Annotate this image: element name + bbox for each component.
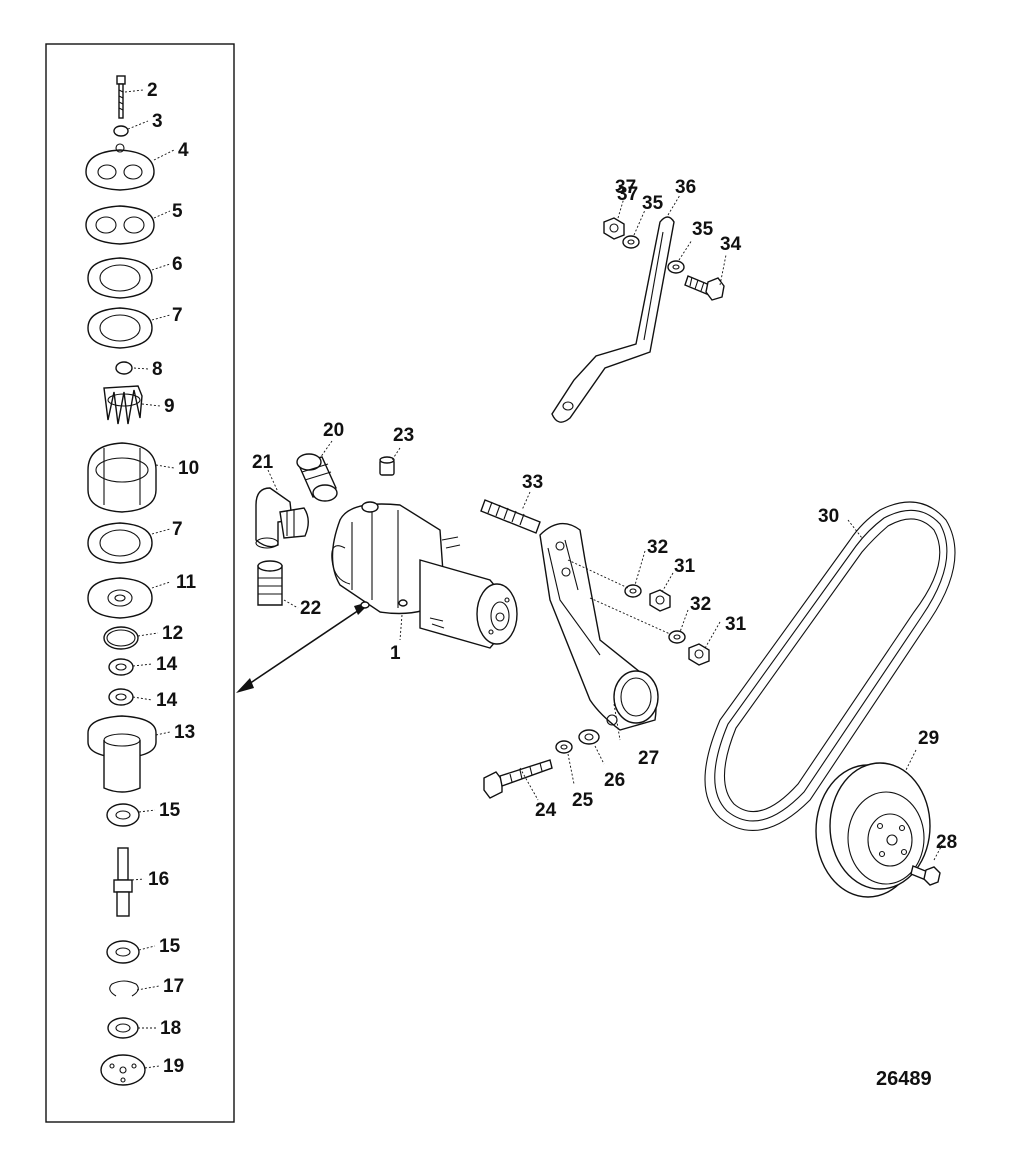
part-11-wear-plate (87, 577, 153, 619)
callout-23: 23 (393, 425, 414, 446)
callout-29: 29 (918, 728, 939, 749)
part-30-drive-belt (704, 501, 956, 831)
part-6-plate (87, 257, 153, 299)
part-19-hub (100, 1054, 146, 1086)
part-37-nut (603, 217, 625, 240)
callout-30: 30 (818, 506, 839, 527)
part-28-screw (910, 865, 941, 886)
callout-26: 26 (604, 770, 625, 791)
callout-31a: 31 (674, 556, 696, 577)
callout-6: 6 (172, 254, 183, 275)
part-25-washer (555, 740, 573, 754)
part-5-gasket (85, 205, 155, 245)
callout-34: 34 (720, 234, 742, 255)
part-21-elbow (255, 487, 309, 549)
part-26-washer (578, 729, 600, 745)
part-16-shaft (113, 847, 133, 917)
part-7-gasket-upper (87, 307, 153, 349)
callout-8: 8 (152, 359, 163, 380)
callout-2: 2 (147, 80, 158, 101)
part-33-stud (480, 499, 541, 534)
callout-3: 3 (152, 111, 163, 132)
callout-9: 9 (164, 396, 175, 417)
part-24-bolt (483, 759, 553, 799)
callout-5: 5 (172, 201, 183, 222)
column-leader-lines (124, 89, 175, 1069)
callout-27: 27 (638, 748, 659, 769)
part-31-nut-lower (688, 643, 710, 666)
callout-16: 16 (148, 869, 169, 890)
callout-37b: 37 (617, 184, 638, 205)
callout-35a: 35 (642, 193, 664, 214)
part-4-cover (85, 143, 155, 191)
part-29-pulley (815, 762, 931, 898)
part-15-bearing-lower (106, 940, 140, 964)
callout-12: 12 (162, 623, 183, 644)
callout-32b: 32 (690, 594, 711, 615)
callout-10: 10 (178, 458, 199, 479)
part-7-gasket-lower (87, 522, 153, 564)
exploded-view-frame (45, 43, 235, 1123)
bolt-path-lower (589, 597, 671, 635)
callout-15a: 15 (159, 800, 181, 821)
callout-20: 20 (323, 420, 344, 441)
part-35-washer-right (667, 260, 685, 274)
bolt-path-upper (567, 559, 629, 589)
callout-14b: 14 (156, 690, 178, 711)
callout-15b: 15 (159, 936, 181, 957)
callout-labels: 2 3 4 5 6 7 8 9 10 7 11 12 14 14 13 15 1… (147, 80, 957, 1090)
part-31-nut-upper (649, 589, 671, 612)
callout-25: 25 (572, 790, 594, 811)
part-1-sea-water-pump (331, 501, 518, 649)
callout-33: 33 (522, 472, 543, 493)
callout-21: 21 (252, 452, 274, 473)
part-32-washer-upper (624, 584, 642, 598)
callout-28: 28 (936, 832, 957, 853)
callout-4: 4 (178, 140, 189, 161)
callout-19: 19 (163, 1056, 184, 1077)
assembly-leader-lines (267, 194, 943, 861)
drawing-reference-number: 26489 (876, 1068, 932, 1090)
callout-7b: 7 (172, 519, 183, 540)
part-12-o-ring (103, 626, 139, 650)
part-18-seal (107, 1017, 139, 1039)
part-8-plug (115, 361, 133, 375)
part-17-snap-ring (109, 980, 139, 997)
callout-22: 22 (300, 598, 321, 619)
part-22-barbed-fitting (257, 560, 283, 606)
callout-18: 18 (160, 1018, 181, 1039)
callout-24: 24 (535, 800, 557, 821)
callout-36: 36 (675, 177, 696, 198)
part-32-washer-lower (668, 630, 686, 644)
part-36-adjusting-strap (551, 216, 675, 423)
part-10-housing (87, 442, 157, 513)
part-15-bearing-upper (106, 803, 140, 827)
part-20-hose-fitting (296, 453, 338, 502)
part-35-washer-left (622, 235, 640, 249)
callout-14a: 14 (156, 654, 178, 675)
part-2-screw (116, 75, 126, 119)
callout-1: 1 (390, 643, 401, 664)
part-13-bearing-housing (87, 715, 157, 793)
part-14-seal-upper (108, 658, 134, 676)
part-14-seal-lower (108, 688, 134, 706)
part-27-pump-bracket (539, 522, 659, 731)
part-34-bolt (684, 275, 725, 301)
part-9-impeller (103, 385, 143, 425)
callout-11: 11 (176, 572, 197, 593)
callout-31b: 31 (725, 614, 747, 635)
callout-13: 13 (174, 722, 195, 743)
part-3-washer (113, 125, 129, 137)
callout-37a: 37 (615, 177, 636, 198)
callout-7a: 7 (172, 305, 183, 326)
callout-32a: 32 (647, 537, 668, 558)
callout-35b: 35 (692, 219, 714, 240)
part-23-pipe-plug (379, 456, 395, 476)
callout-17: 17 (163, 976, 184, 997)
